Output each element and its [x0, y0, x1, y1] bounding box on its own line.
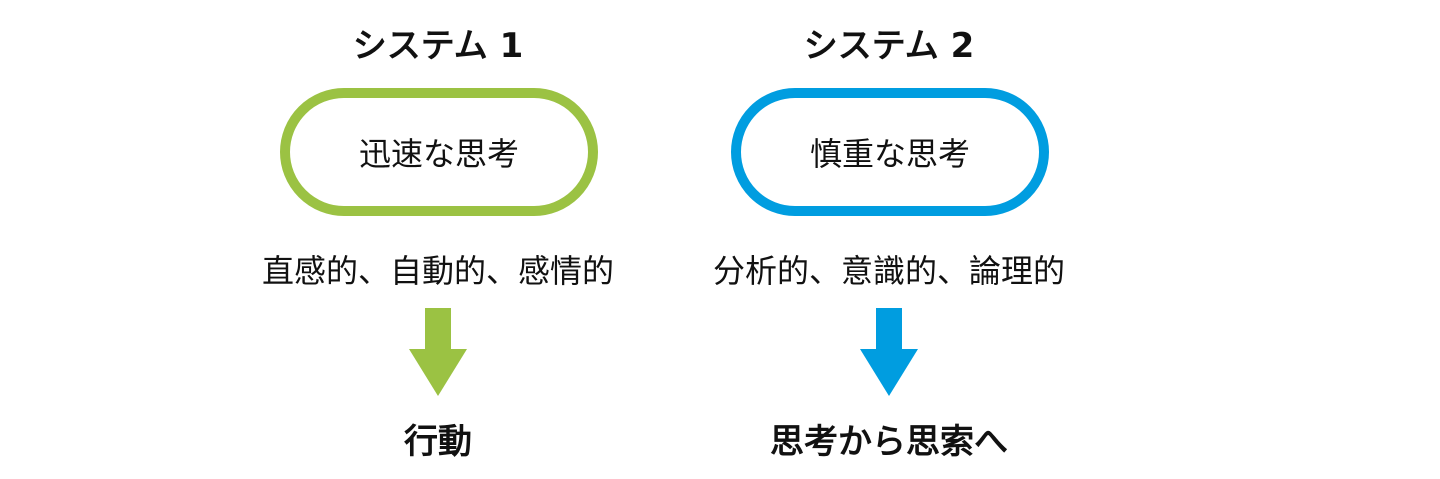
- system2-result: 思考から思索へ: [770, 422, 1008, 462]
- system1-traits: 直感的、自動的、感情的: [261, 252, 614, 290]
- arrow-down-icon: [409, 308, 467, 396]
- system1-title: システム 1: [352, 26, 524, 66]
- system1-mode-label: 迅速な思考: [358, 135, 519, 173]
- system2-mode-pill: 慎重な思考: [731, 88, 1049, 216]
- system1-column: システム 1 迅速な思考 直感的、自動的、感情的 行動: [208, 0, 668, 479]
- system2-mode-label: 慎重な思考: [809, 135, 970, 173]
- system2-column: システム 2 慎重な思考 分析的、意識的、論理的 思考から思索へ: [659, 0, 1119, 479]
- system2-title: システム 2: [803, 26, 975, 66]
- system1-mode-pill: 迅速な思考: [280, 88, 598, 216]
- system2-traits: 分析的、意識的、論理的: [712, 252, 1065, 290]
- system1-result: 行動: [404, 422, 472, 462]
- arrow-down-icon: [860, 308, 918, 396]
